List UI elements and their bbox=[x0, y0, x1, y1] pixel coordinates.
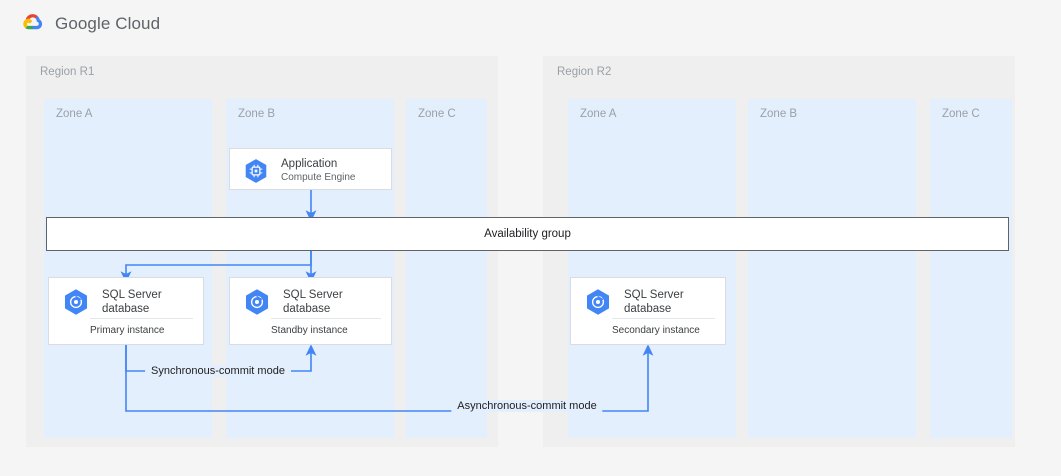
zone-r1-b-label: Zone B bbox=[238, 108, 276, 120]
application-subtitle: Compute Engine bbox=[281, 172, 356, 184]
cloud-sql-icon bbox=[586, 289, 610, 315]
secondary-db-title: SQL Server database bbox=[624, 288, 684, 315]
availability-group-label: Availability group bbox=[484, 228, 571, 240]
application-title: Application bbox=[281, 158, 338, 171]
cloud-sql-icon bbox=[64, 289, 88, 315]
zone-r2-a-label: Zone A bbox=[580, 108, 617, 120]
zone-r2-b-label: Zone B bbox=[760, 108, 798, 120]
edge-label-async-commit: Asynchronous-commit mode bbox=[451, 400, 603, 412]
region-r1-label: Region R1 bbox=[40, 66, 95, 78]
zone-r1-a: Zone A bbox=[44, 99, 212, 438]
secondary-db-instance: Secondary instance bbox=[612, 318, 715, 336]
brand-name: Google Cloud bbox=[55, 14, 160, 34]
cloud-sql-icon bbox=[245, 289, 269, 315]
standby-db-instance: Standby instance bbox=[271, 318, 381, 336]
google-cloud-logo-icon bbox=[23, 14, 43, 30]
node-primary-db[interactable]: SQL Server database Primary instance bbox=[48, 277, 204, 345]
zone-r1-c-label: Zone C bbox=[418, 108, 456, 120]
standby-db-title: SQL Server database bbox=[283, 288, 343, 315]
node-secondary-db[interactable]: SQL Server database Secondary instance bbox=[570, 277, 726, 345]
zone-r2-b: Zone B bbox=[748, 99, 916, 438]
primary-db-instance: Primary instance bbox=[90, 318, 193, 336]
google-cloud-brand: Google Cloud bbox=[18, 10, 160, 38]
brand-name-google: Google bbox=[55, 14, 111, 33]
zone-r1-a-label: Zone A bbox=[56, 108, 93, 120]
primary-db-title: SQL Server database bbox=[102, 288, 162, 315]
zone-r2-a: Zone A bbox=[568, 99, 736, 438]
zone-r2-c-label: Zone C bbox=[942, 108, 980, 120]
zone-r2-c: Zone C bbox=[930, 99, 1012, 438]
zone-r1-c: Zone C bbox=[406, 99, 487, 438]
node-standby-db[interactable]: SQL Server database Standby instance bbox=[229, 277, 392, 345]
region-r2-label: Region R2 bbox=[557, 66, 612, 78]
edge-label-sync-commit: Synchronous-commit mode bbox=[145, 365, 291, 377]
brand-name-cloud: Cloud bbox=[115, 14, 161, 33]
node-application[interactable]: Application Compute Engine bbox=[229, 148, 392, 190]
compute-engine-icon bbox=[245, 159, 267, 183]
availability-group-bar: Availability group bbox=[46, 217, 1009, 251]
